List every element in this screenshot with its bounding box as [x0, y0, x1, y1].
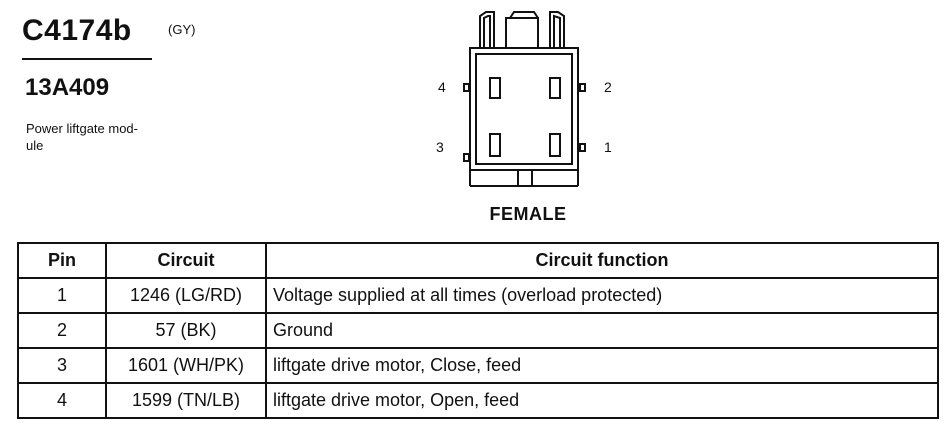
description-line-2: ule [26, 138, 44, 153]
cell-pin: 1 [17, 277, 107, 314]
cell-pin: 4 [17, 382, 107, 419]
cell-circuit: 1246 (LG/RD) [105, 277, 267, 314]
cell-circuit: 1601 (WH/PK) [105, 347, 267, 384]
table-header-row: Pin Circuit Circuit function [17, 242, 939, 279]
header-pin: Pin [17, 242, 107, 279]
table-row: 3 1601 (WH/PK) liftgate drive motor, Clo… [17, 347, 939, 384]
connector-face-diagram: 4 2 3 1 [436, 11, 612, 187]
table-row: 2 57 (BK) Ground [17, 312, 939, 349]
cell-function: liftgate drive motor, Open, feed [265, 382, 939, 419]
title-underline [22, 58, 152, 60]
header-circuit-function: Circuit function [265, 242, 939, 279]
cell-circuit: 1599 (TN/LB) [105, 382, 267, 419]
pin-label-1: 1 [604, 139, 612, 155]
cell-pin: 2 [17, 312, 107, 349]
part-number: 13A409 [25, 74, 110, 101]
connector-description: Power liftgate mod- ule [26, 120, 196, 154]
pin-marker-4 [463, 83, 470, 92]
header-circuit: Circuit [105, 242, 267, 279]
table-row: 4 1599 (TN/LB) liftgate drive motor, Ope… [17, 382, 939, 419]
latch-tabs [479, 11, 565, 49]
cell-function: Ground [265, 312, 939, 349]
cell-pin: 3 [17, 347, 107, 384]
connector-base [469, 169, 579, 187]
housing-inner-frame [475, 53, 573, 165]
pin-label-4: 4 [438, 79, 446, 95]
pin-cavity-2 [549, 77, 561, 99]
pin-cavity-4 [489, 77, 501, 99]
pin-marker-3 [463, 153, 470, 162]
pin-cavity-1 [549, 133, 561, 157]
pin-cavity-3 [489, 133, 501, 157]
description-line-1: Power liftgate mod- [26, 121, 138, 136]
color-code: (GY) [168, 22, 196, 37]
pinout-table: Pin Circuit Circuit function 1 1246 (LG/… [17, 242, 939, 419]
pin-marker-1 [579, 143, 586, 152]
connector-id: C4174b [22, 14, 132, 47]
connector-gender: FEMALE [489, 204, 567, 224]
pin-label-2: 2 [604, 79, 612, 95]
pin-marker-2 [579, 83, 586, 92]
cell-function: Voltage supplied at all times (overload … [265, 277, 939, 314]
cell-function: liftgate drive motor, Close, feed [265, 347, 939, 384]
cell-circuit: 57 (BK) [105, 312, 267, 349]
pin-label-3: 3 [436, 139, 444, 155]
table-row: 1 1246 (LG/RD) Voltage supplied at all t… [17, 277, 939, 314]
connector-housing [469, 47, 579, 171]
